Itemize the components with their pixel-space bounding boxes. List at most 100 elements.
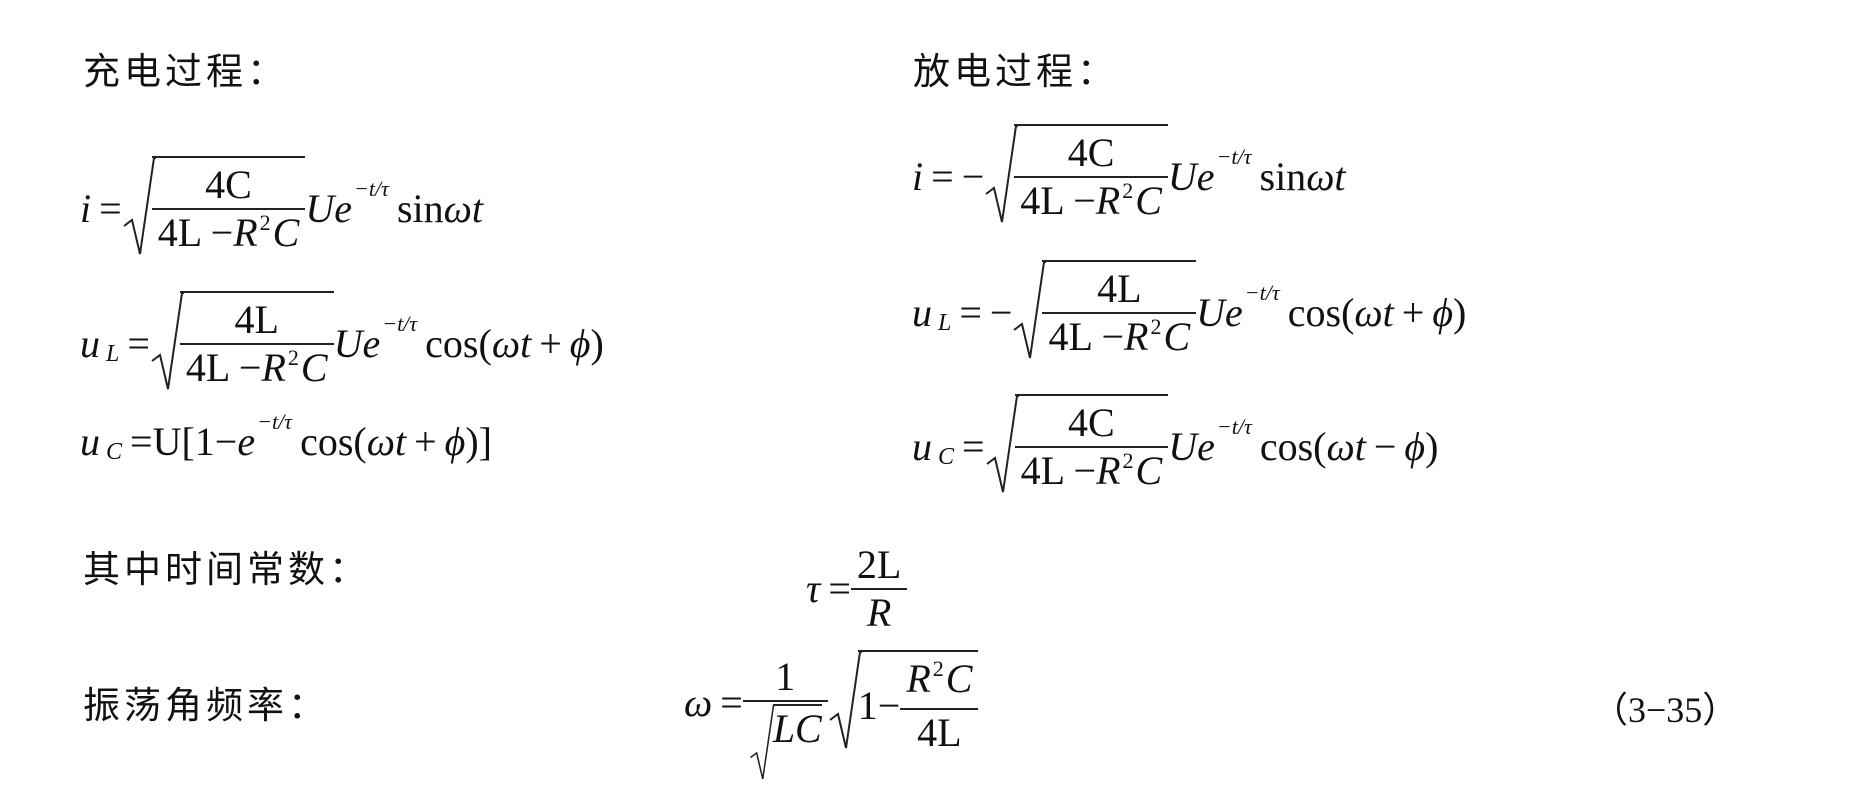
equals-sign: = bbox=[720, 680, 743, 725]
fraction-bar bbox=[1014, 176, 1168, 178]
denominator: 4L −R2C bbox=[185, 345, 328, 390]
time-constant-label: 其中时间常数： bbox=[83, 548, 370, 591]
argument: ωt bbox=[491, 321, 532, 366]
time-constant-equation: τ = 2L R bbox=[806, 542, 908, 636]
fraction-R2C-over-4L: R2C 4L bbox=[900, 656, 979, 756]
fraction-bar bbox=[742, 699, 828, 702]
fraction-bar bbox=[179, 343, 334, 345]
sqrt-LC: LC bbox=[749, 704, 822, 780]
equals-sign: = bbox=[959, 290, 982, 335]
open-paren: ( bbox=[478, 321, 492, 366]
fraction: 2L R bbox=[850, 542, 908, 636]
exponent: −t/τ bbox=[1216, 414, 1252, 439]
discharging-current-equation: i = − 4C 4L −R2C U e −t/τ sin ωt bbox=[912, 124, 1346, 230]
equation-number: （3−35） bbox=[1592, 690, 1739, 730]
discharging-capacitor-voltage-equation: u C = 4C 4L −R2C U e −t/τ cos ( ωt − ϕ ) bbox=[912, 394, 1438, 500]
equals-sign: = bbox=[130, 419, 153, 464]
sqrt-expression: 4L 4L −R2C bbox=[150, 291, 334, 397]
numerator: 4L bbox=[234, 297, 279, 342]
angular-frequency-label: 振荡角频率： bbox=[83, 684, 329, 727]
subscript-L: L bbox=[106, 341, 120, 367]
equals-sign: = bbox=[828, 566, 851, 611]
operator: + bbox=[539, 321, 562, 366]
fraction-one-over-sqrt-LC: 1 LC bbox=[742, 653, 828, 780]
close-paren: ) bbox=[1425, 424, 1439, 469]
numerator: 1 bbox=[775, 653, 796, 699]
e-symbol: e bbox=[1225, 290, 1243, 335]
numerator: 4C bbox=[205, 162, 252, 207]
fraction-bar bbox=[1014, 446, 1169, 448]
fraction: 4L 4L −R2C bbox=[1042, 266, 1197, 366]
exponent: −t/τ bbox=[1244, 280, 1280, 305]
fraction-bar bbox=[850, 588, 908, 590]
argument: ωt bbox=[366, 419, 407, 464]
e-symbol: e bbox=[334, 186, 352, 231]
open-paren: ( bbox=[1341, 290, 1355, 335]
equals-sign: = bbox=[962, 424, 985, 469]
U-symbol: U bbox=[1196, 290, 1226, 335]
open-paren: ( bbox=[1313, 424, 1327, 469]
U-symbol: U bbox=[1168, 424, 1198, 469]
exponent: −t/τ bbox=[1216, 144, 1252, 169]
radical-sign-icon bbox=[829, 651, 862, 749]
open-paren: ( bbox=[353, 419, 367, 464]
sqrt-expression: 4C 4L −R2C bbox=[984, 124, 1168, 230]
U-symbol: U bbox=[333, 321, 363, 366]
e-symbol: e bbox=[362, 321, 381, 366]
minus-sign: − bbox=[877, 683, 901, 728]
sqrt-expression: 4C 4L −R2C bbox=[122, 156, 306, 262]
subscript-L: L bbox=[938, 310, 952, 336]
exponent: −t/τ bbox=[353, 176, 389, 201]
denominator: 4L −R2C bbox=[157, 210, 300, 255]
lhs-u: u bbox=[80, 419, 100, 464]
operator: − bbox=[1373, 424, 1397, 469]
fraction: 4L 4L −R2C bbox=[179, 297, 334, 397]
U-symbol: U bbox=[305, 186, 335, 231]
radical-sign-icon bbox=[749, 705, 775, 780]
charging-title: 充电过程： bbox=[83, 50, 288, 93]
argument: ωt bbox=[1326, 424, 1366, 469]
lhs-u: u bbox=[912, 290, 932, 335]
negative-sign: − bbox=[961, 154, 985, 199]
lhs-omega: ω bbox=[684, 680, 713, 725]
fraction: 4C 4L −R2C bbox=[1014, 400, 1169, 500]
function-name: cos bbox=[425, 321, 479, 366]
charging-current-equation: i = 4C 4L −R2C U e −t/τ sin ωt bbox=[80, 156, 483, 262]
numerator: R2C bbox=[906, 656, 973, 701]
charging-inductor-voltage-equation: u L = 4L 4L −R2C U e −t/τ cos ( ωt + ϕ ) bbox=[80, 291, 604, 397]
radical-sign-icon bbox=[1013, 261, 1047, 359]
fraction: 4C 4L −R2C bbox=[151, 162, 306, 262]
function-name: sin bbox=[1259, 154, 1307, 199]
denominator: LC bbox=[743, 702, 828, 780]
subscript-C: C bbox=[106, 439, 123, 465]
subscript-C: C bbox=[938, 444, 955, 470]
phi-symbol: ϕ bbox=[1432, 290, 1454, 335]
sqrt-expression: 4L 4L −R2C bbox=[1012, 260, 1197, 366]
denominator: 4L −R2C bbox=[1020, 448, 1163, 493]
fraction-bar bbox=[1042, 312, 1197, 314]
lhs-u: u bbox=[80, 321, 100, 366]
exponent: −t/τ bbox=[257, 409, 293, 434]
denominator: 4L −R2C bbox=[1048, 314, 1191, 359]
function-name: sin bbox=[396, 186, 444, 231]
e-symbol: e bbox=[1196, 154, 1215, 199]
function-name: cos bbox=[300, 419, 354, 464]
equals-sign: = bbox=[99, 186, 122, 231]
discharging-title: 放电过程： bbox=[913, 50, 1118, 93]
operator: + bbox=[414, 419, 437, 464]
sqrt-expression: 1 − R2C 4L bbox=[828, 650, 979, 756]
angular-frequency-equation: ω = 1 LC 1 − R2C 4L bbox=[684, 650, 979, 780]
denominator: 4L bbox=[917, 710, 962, 755]
e-symbol: e bbox=[1197, 424, 1215, 469]
denominator: 4L −R2C bbox=[1020, 178, 1162, 223]
numerator: 2L bbox=[856, 542, 902, 587]
argument: ωt bbox=[1354, 290, 1394, 335]
lhs-u: u bbox=[912, 424, 932, 469]
function-name: cos bbox=[1259, 424, 1314, 469]
lhs-i: i bbox=[912, 154, 924, 199]
numerator: 4C bbox=[1067, 130, 1115, 175]
equals-sign: = bbox=[931, 154, 954, 199]
radical-sign-icon bbox=[151, 292, 184, 390]
phi-symbol: ϕ bbox=[444, 419, 466, 464]
sqrt-expression: 4C 4L −R2C bbox=[985, 394, 1169, 500]
